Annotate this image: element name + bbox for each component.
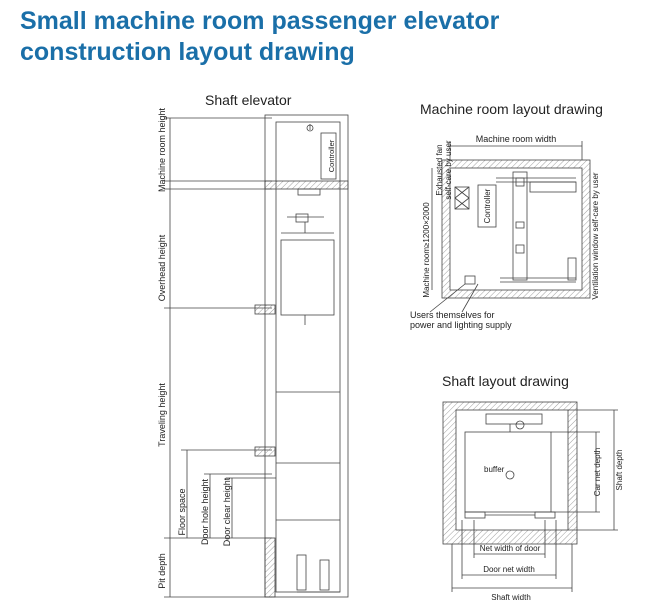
landing-slab-lower bbox=[254, 446, 276, 457]
fan-x-2 bbox=[454, 186, 470, 199]
hook-ring bbox=[306, 124, 314, 132]
machine-room-heading: Machine room layout drawing bbox=[420, 101, 603, 117]
shaft-controller-label: Controller bbox=[327, 139, 336, 172]
ventilation-window-label: Ventilation window self-care by user bbox=[591, 172, 600, 300]
shaft-depth-label: Shaft depth bbox=[615, 450, 624, 491]
rail-bracket bbox=[515, 420, 525, 430]
title-line-1: Small machine room passenger elevator bbox=[20, 7, 500, 35]
machine-room-width-label: Machine room width bbox=[476, 134, 557, 144]
page-title: Small machine room passenger elevator co… bbox=[20, 6, 499, 68]
controller-cabinet bbox=[320, 132, 337, 180]
net-width-of-door-label: Net width of door bbox=[480, 544, 541, 553]
shaft-layout-drawing bbox=[442, 401, 618, 592]
ventilation-window bbox=[567, 257, 577, 281]
mr-hole-3 bbox=[515, 244, 525, 254]
traction-machine bbox=[297, 188, 321, 196]
mr-hole-1 bbox=[515, 177, 525, 187]
machine-room-drawing bbox=[429, 141, 591, 313]
machine-base bbox=[529, 181, 577, 193]
pit-depth-label: Pit depth bbox=[157, 553, 167, 589]
mr-controller-cabinet bbox=[477, 184, 497, 228]
exhausted-fan-label-1: Exhausted fan bbox=[435, 144, 444, 195]
door-hole-height-label: Door hole height bbox=[200, 478, 210, 545]
shaft-layout-heading: Shaft layout drawing bbox=[442, 373, 569, 389]
machine-room-slab bbox=[264, 180, 349, 190]
car-plan bbox=[464, 431, 552, 513]
shaft-plan-inner bbox=[455, 409, 569, 531]
power-leader-line-2 bbox=[461, 283, 479, 313]
power-supply-box bbox=[464, 275, 476, 285]
machine-room-size-label: Machine room≥1200×2000 bbox=[422, 202, 431, 298]
shaft-elevator-heading: Shaft elevator bbox=[205, 92, 292, 108]
door-net-width-label: Door net width bbox=[483, 565, 535, 574]
landing-slab-upper bbox=[254, 304, 276, 315]
fan-x-4 bbox=[454, 197, 470, 210]
buffer-label: buffer bbox=[484, 465, 505, 474]
shaft-elevator-drawing bbox=[164, 114, 349, 598]
mr-hole-2 bbox=[515, 221, 525, 229]
traction-beam bbox=[512, 171, 528, 281]
exhausted-fan-label-2: self-care by user bbox=[444, 140, 453, 199]
users-note-line-2: power and lighting supply bbox=[410, 320, 512, 330]
counterweight bbox=[485, 413, 543, 425]
pit-buffer-1 bbox=[296, 554, 307, 591]
pit-buffer-2 bbox=[319, 559, 330, 591]
door-clear-height-label: Door clear height bbox=[222, 477, 232, 546]
shaft-outline bbox=[264, 114, 349, 598]
overhead-height-label: Overhead height bbox=[157, 234, 167, 301]
shaft-inner bbox=[275, 121, 341, 593]
users-note-line-1: Users themselves for bbox=[410, 310, 495, 320]
machine-room-height-label: Machine room height bbox=[157, 107, 167, 192]
title-line-2: construction layout drawing bbox=[20, 38, 355, 66]
floor-space-label: Floor space bbox=[177, 488, 187, 535]
car-net-depth-label: Car net depth bbox=[593, 448, 602, 496]
machine-room-inner bbox=[449, 167, 583, 291]
pit-wall bbox=[264, 537, 276, 598]
buffer-symbol bbox=[505, 470, 515, 480]
power-leader-line bbox=[429, 283, 466, 313]
sheave bbox=[295, 213, 309, 223]
shaft-width-label: Shaft width bbox=[491, 593, 531, 602]
elevator-car bbox=[280, 239, 335, 316]
mr-controller-label: Controller bbox=[483, 188, 492, 223]
traveling-height-label: Traveling height bbox=[157, 383, 167, 447]
